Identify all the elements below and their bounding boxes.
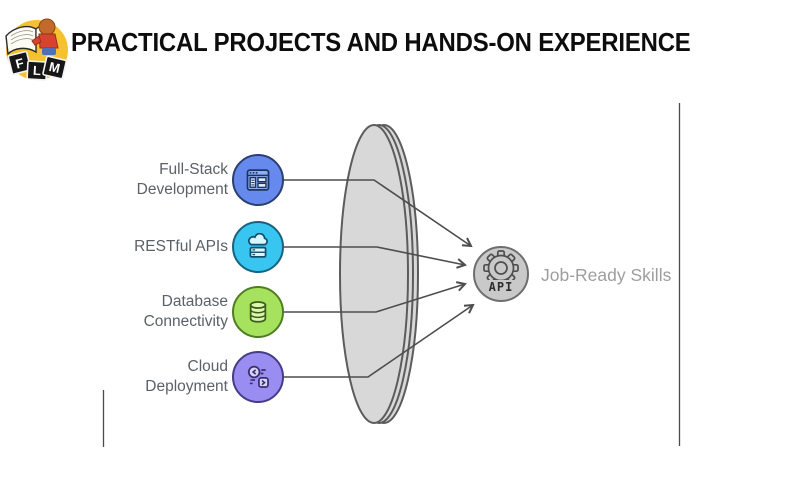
code-deployment-icon [247,365,269,388]
database-icon [249,301,267,323]
database-bubble [232,286,284,338]
logo-letter-tile-m: M [42,55,67,80]
connector-restful-apis [284,246,467,269]
input-label-full-stack: Full-Stack Development [136,161,228,198]
gear-icon [483,250,519,286]
browser-window-icon [246,169,270,191]
svg-text:M: M [48,59,62,76]
connector-database [284,281,467,313]
api-badge-text: API [489,280,514,294]
restful-apis-bubble [232,221,284,273]
api-gear-badge: API [473,246,529,302]
flm-logo: F L M [5,18,68,81]
page-title: PRACTICAL PROJECTS AND HANDS-ON EXPERIEN… [71,27,691,57]
input-label-cloud: Cloud Deployment [145,358,228,395]
connector-full-stack [284,179,473,248]
connector-cloud [284,303,475,378]
output-label-job-ready-skills: Job-Ready Skills [541,265,672,285]
input-label-database: Database Connectivity [143,293,228,330]
reading-child-figure [31,18,59,55]
full-stack-bubble [232,154,284,206]
input-label-restful-apis: RESTful APIs [134,238,228,255]
svg-text:F: F [14,55,25,71]
funnel-lens-shape [339,124,419,424]
cloud-deployment-bubble [232,351,284,403]
svg-text:L: L [33,63,42,78]
cloud-server-icon [248,233,268,258]
